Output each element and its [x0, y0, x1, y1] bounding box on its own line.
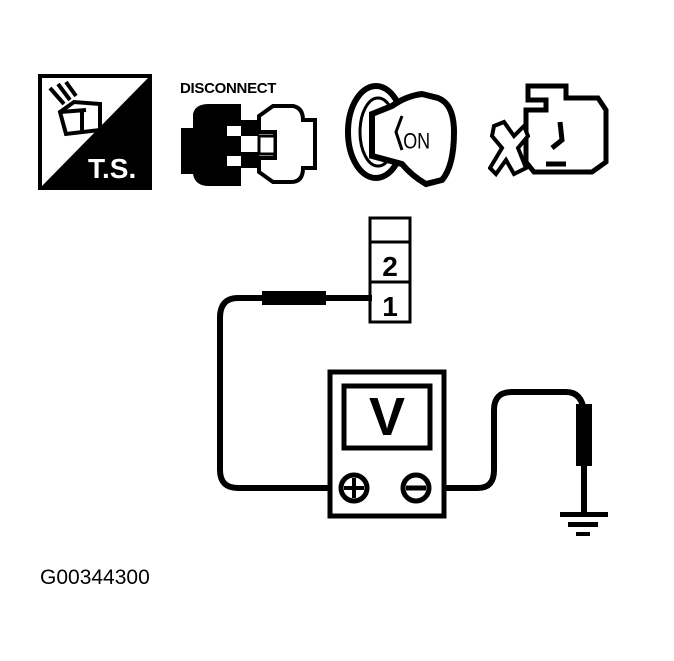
disconnect-label: DISCONNECT — [180, 80, 277, 97]
ts-label: T.S. — [88, 153, 136, 184]
figure-id: G00344300 — [40, 566, 150, 589]
disconnect-connector-icon — [175, 98, 325, 190]
connector-block: 2 1 — [368, 216, 412, 324]
engine-icon — [488, 78, 612, 190]
positive-probe — [262, 291, 326, 305]
terminal-2-label: 2 — [382, 251, 398, 282]
on-label: ON — [403, 130, 430, 154]
ignition-key-icon: ON — [342, 76, 466, 190]
ground-probe — [576, 404, 592, 466]
voltmeter-display-label: V — [368, 387, 406, 447]
negative-test-lead — [436, 389, 587, 491]
test-symbol-icon: T.S. — [38, 74, 152, 190]
terminal-1-label: 1 — [382, 291, 398, 322]
ground-icon — [560, 512, 608, 536]
